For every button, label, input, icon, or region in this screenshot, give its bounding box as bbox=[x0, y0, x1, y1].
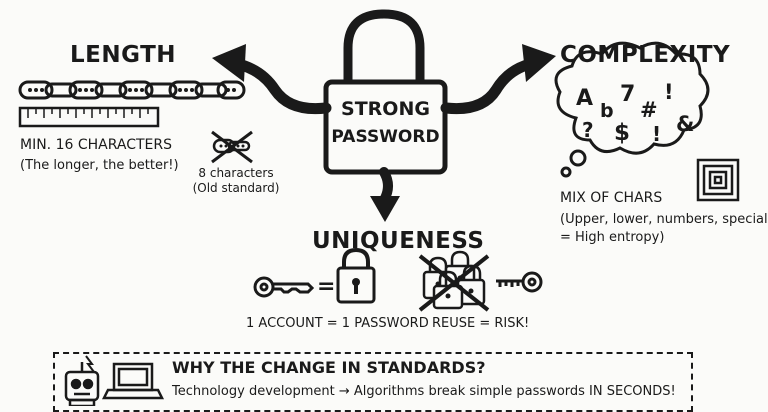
padlocks-crossed-icon bbox=[418, 250, 490, 312]
cloud-char-dollar: $ bbox=[614, 120, 631, 146]
robot-icon bbox=[64, 355, 100, 406]
old-standard-note: (Old standard) bbox=[192, 181, 280, 195]
arrow-down-icon bbox=[370, 167, 400, 222]
cloud-char-b: b bbox=[600, 100, 614, 122]
cloud-char-ampersand: & bbox=[676, 112, 695, 136]
key-reuse-icon bbox=[496, 271, 543, 293]
ruler-icon bbox=[18, 106, 160, 128]
mix-note-line1: (Upper, lower, numbers, special bbox=[560, 212, 768, 227]
why-text: Technology development → Algorithms brea… bbox=[172, 384, 676, 399]
length-heading: LENGTH bbox=[70, 42, 177, 68]
cloud-char-a: A bbox=[576, 86, 594, 111]
reuse-label: REUSE = RISK! bbox=[432, 316, 530, 331]
padlock-small-icon bbox=[336, 247, 376, 304]
crossed-chain-icon bbox=[211, 130, 253, 164]
arrow-left-icon bbox=[212, 44, 332, 115]
strong-title: STRONG bbox=[341, 98, 430, 120]
complexity-heading: COMPLEXITY bbox=[560, 42, 731, 68]
padlock-icon bbox=[323, 9, 448, 175]
uniqueness-heading: UNIQUENESS bbox=[312, 228, 485, 254]
cloud-char-7: 7 bbox=[620, 82, 636, 107]
cloud-char-bang-2: ! bbox=[652, 122, 662, 146]
mix-label: MIX OF CHARS bbox=[560, 190, 663, 206]
thought-cloud-icon bbox=[554, 41, 710, 178]
equals-sign: = bbox=[317, 274, 336, 299]
cloud-char-bang-1: ! bbox=[664, 80, 674, 104]
chain-icon bbox=[18, 80, 246, 100]
old-standard-label: 8 characters bbox=[198, 166, 274, 180]
mix-note-line2: = High entropy) bbox=[560, 230, 665, 245]
maze-icon bbox=[696, 158, 740, 202]
one-account-label: 1 ACCOUNT = 1 PASSWORD bbox=[246, 316, 429, 331]
cloud-char-hash: # bbox=[640, 98, 658, 122]
key-icon bbox=[253, 276, 315, 298]
length-requirement: MIN. 16 CHARACTERS bbox=[20, 137, 173, 153]
why-title: WHY THE CHANGE IN STANDARDS? bbox=[172, 358, 486, 377]
cloud-char-question: ? bbox=[582, 118, 594, 142]
laptop-icon bbox=[101, 362, 165, 400]
password-title: PASSWORD bbox=[331, 127, 440, 147]
arrow-right-icon bbox=[440, 44, 556, 115]
length-note: (The longer, the better!) bbox=[20, 158, 179, 173]
